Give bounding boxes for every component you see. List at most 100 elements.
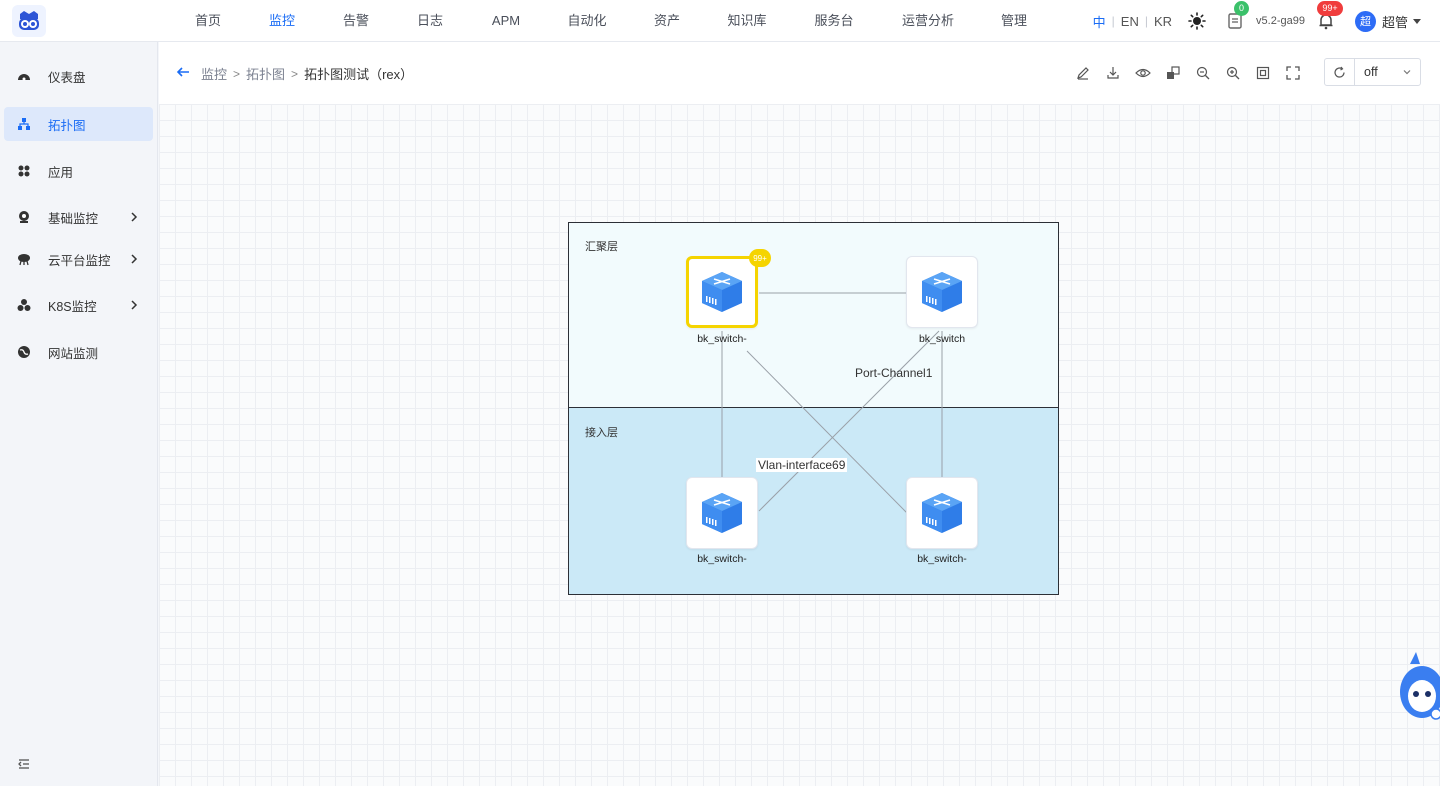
nav-log[interactable]: 日志 bbox=[416, 13, 443, 28]
sidebar-item-label: 拓扑图 bbox=[48, 118, 86, 133]
fullscreen-button[interactable] bbox=[1278, 62, 1308, 84]
sidebar-item-apps[interactable]: 应用 bbox=[4, 154, 153, 188]
nav-assets[interactable]: 资产 bbox=[653, 13, 680, 28]
breadcrumb-monitor[interactable]: 监控 bbox=[201, 67, 228, 82]
chevron-right-icon bbox=[131, 254, 138, 264]
topology-toolbar bbox=[1068, 62, 1308, 84]
topology-canvas[interactable]: 汇聚层 接入层 99+ bbox=[159, 104, 1440, 786]
username[interactable]: 超管 bbox=[1381, 14, 1408, 30]
refresh-icon bbox=[1334, 66, 1345, 78]
notification-count-badge: 99+ bbox=[1316, 1, 1343, 16]
theme-toggle-button[interactable] bbox=[1186, 10, 1208, 32]
link-label-port-channel[interactable]: Port-Channel1 bbox=[855, 366, 933, 380]
layer-label: 接入层 bbox=[585, 427, 618, 439]
collapse-sidebar-icon[interactable] bbox=[16, 756, 32, 772]
task-list-button[interactable]: 0 bbox=[1224, 1, 1250, 32]
assistant-mascot-icon[interactable] bbox=[1396, 650, 1440, 722]
zoom-out-icon bbox=[1196, 66, 1210, 80]
preview-button[interactable] bbox=[1128, 62, 1158, 84]
app-logo[interactable] bbox=[12, 5, 46, 37]
apps-icon bbox=[16, 163, 32, 179]
switch-icon bbox=[702, 272, 742, 312]
refresh-interval-value: off bbox=[1364, 65, 1378, 79]
eye-icon bbox=[1135, 68, 1151, 78]
camera-icon bbox=[16, 209, 32, 225]
main-nav: 首页 监控 告警 日志 APM 自动化 资产 知识库 服务台 运营分析 管理 bbox=[178, 0, 1044, 42]
lang-kr[interactable]: KR bbox=[1153, 13, 1173, 29]
chevron-right-icon bbox=[131, 300, 138, 310]
sidebar-item-topology[interactable]: 拓扑图 bbox=[4, 107, 153, 141]
nav-automation[interactable]: 自动化 bbox=[567, 13, 607, 28]
breadcrumb-separator: > bbox=[233, 66, 241, 81]
nav-home[interactable]: 首页 bbox=[194, 13, 221, 28]
topology-icon bbox=[16, 116, 32, 132]
link-agg2-acc1[interactable] bbox=[758, 330, 940, 512]
nav-management[interactable]: 管理 bbox=[1000, 13, 1027, 28]
sidebar-item-label: 应用 bbox=[48, 165, 74, 180]
layout-button[interactable] bbox=[1158, 62, 1188, 84]
sidebar-item-k8s-monitoring[interactable]: K8S监控 bbox=[4, 288, 153, 322]
breadcrumb-separator: > bbox=[291, 66, 299, 81]
cloud-icon bbox=[16, 251, 32, 267]
dashboard-icon bbox=[16, 68, 32, 84]
notification-button[interactable]: 99+ bbox=[1315, 1, 1343, 32]
switch-node[interactable] bbox=[906, 477, 978, 549]
sidebar-item-label: 基础监控 bbox=[48, 211, 99, 226]
node-label: bk_switch- bbox=[917, 553, 967, 565]
globe-icon bbox=[16, 344, 32, 360]
user-avatar[interactable]: 超 bbox=[1354, 10, 1376, 32]
link-agg1-acc2[interactable] bbox=[746, 350, 908, 514]
edit-icon bbox=[1077, 67, 1089, 80]
layout-icon bbox=[1167, 66, 1180, 79]
sidebar-item-label: 网站监测 bbox=[48, 346, 99, 361]
switch-node[interactable]: 99+ bbox=[686, 249, 771, 328]
sidebar-item-label: 仪表盘 bbox=[48, 70, 86, 85]
download-button[interactable] bbox=[1098, 62, 1128, 84]
sidebar-item-basic-monitoring[interactable]: 基础监控 bbox=[4, 200, 153, 234]
fit-icon bbox=[1256, 66, 1270, 80]
sidebar-item-website-monitoring[interactable]: 网站监测 bbox=[4, 335, 153, 369]
zoom-in-button[interactable] bbox=[1218, 62, 1248, 84]
topbar-right: 中 | EN | KR 0 v5.2-ga99 bbox=[1093, 0, 1440, 42]
switch-icon bbox=[922, 272, 962, 312]
breadcrumb: 监控 > 拓扑图 > 拓扑图测试（rex） bbox=[201, 64, 413, 83]
task-count-badge: 0 bbox=[1234, 1, 1250, 16]
fit-view-button[interactable] bbox=[1248, 62, 1278, 84]
sidebar-item-cloud-monitoring[interactable]: 云平台监控 bbox=[4, 242, 153, 276]
sidebar: 仪表盘 拓扑图 应用 基础监控 云平台监控 K8S监控 bbox=[0, 42, 158, 786]
auto-refresh-control: off bbox=[1324, 58, 1421, 86]
breadcrumb-topology[interactable]: 拓扑图 bbox=[246, 67, 286, 82]
lang-en[interactable]: EN bbox=[1120, 13, 1139, 29]
topology-links bbox=[721, 292, 943, 514]
back-arrow-icon[interactable] bbox=[175, 64, 191, 80]
edit-button[interactable] bbox=[1068, 62, 1098, 84]
sidebar-item-label: K8S监控 bbox=[48, 299, 97, 314]
layer-label: 汇聚层 bbox=[585, 241, 618, 253]
topology-container: 汇聚层 接入层 99+ bbox=[568, 222, 1059, 595]
breadcrumb-current: 拓扑图测试（rex） bbox=[304, 67, 414, 82]
sidebar-item-label: 云平台监控 bbox=[48, 253, 111, 268]
cluster-icon bbox=[16, 297, 32, 313]
version-label[interactable]: v5.2-ga99 bbox=[1256, 15, 1305, 27]
owl-logo-icon bbox=[19, 11, 39, 30]
nav-apm[interactable]: APM bbox=[491, 13, 521, 28]
zoom-in-icon bbox=[1226, 66, 1240, 80]
switch-node[interactable] bbox=[686, 477, 758, 549]
sun-icon bbox=[1188, 12, 1206, 30]
nav-alarm[interactable]: 告警 bbox=[342, 13, 369, 28]
switch-node[interactable] bbox=[906, 256, 978, 328]
refresh-button[interactable] bbox=[1325, 59, 1355, 85]
zoom-out-button[interactable] bbox=[1188, 62, 1218, 84]
link-label-vlan-interface[interactable]: Vlan-interface69 bbox=[756, 458, 848, 472]
fullscreen-icon bbox=[1286, 66, 1300, 80]
lang-zh[interactable]: 中 bbox=[1092, 14, 1106, 30]
chevron-right-icon bbox=[131, 212, 138, 222]
refresh-interval-select[interactable]: off bbox=[1355, 59, 1420, 85]
caret-down-icon[interactable] bbox=[1412, 16, 1422, 26]
nav-operations-analysis[interactable]: 运营分析 bbox=[901, 13, 954, 28]
nav-service-desk[interactable]: 服务台 bbox=[814, 13, 854, 28]
nav-monitor[interactable]: 监控 bbox=[268, 13, 295, 28]
nav-knowledge-base[interactable]: 知识库 bbox=[727, 13, 767, 28]
sidebar-item-dashboard[interactable]: 仪表盘 bbox=[4, 59, 153, 93]
main-content: 监控 > 拓扑图 > 拓扑图测试（rex） bbox=[159, 42, 1440, 786]
